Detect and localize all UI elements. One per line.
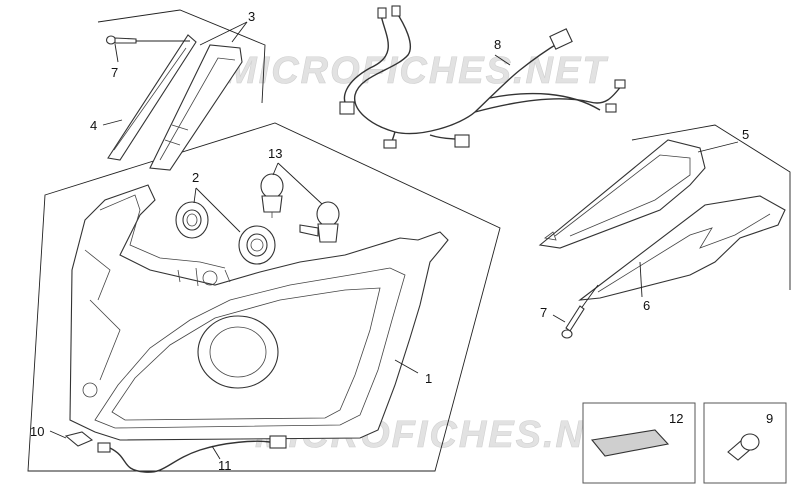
part-5-right-cover	[538, 139, 706, 249]
watermark-top: MICROFICHES.NET	[225, 50, 608, 92]
callout-8: 8	[494, 37, 501, 52]
callout-5: 5	[742, 127, 749, 142]
callout-3: 3	[248, 9, 255, 24]
part-4-left-trim	[107, 34, 197, 161]
part-3-left-cover	[149, 44, 243, 171]
callout-1: 1	[425, 371, 432, 386]
callout-2: 2	[192, 170, 199, 185]
part-9-bulb	[727, 433, 760, 461]
part-7-screw-top	[105, 35, 190, 45]
leader-lines	[49, 21, 739, 460]
callout-10: 10	[30, 424, 44, 439]
part-2-seal-right	[238, 225, 276, 265]
callout-12: 12	[669, 411, 683, 426]
part-10-position-lamp	[64, 431, 94, 447]
frame-headlight-assembly	[27, 122, 501, 472]
frame-group-3	[97, 9, 266, 104]
callout-7-right: 7	[540, 305, 547, 320]
callout-6: 6	[643, 298, 650, 313]
callout-9: 9	[766, 411, 773, 426]
callout-4: 4	[90, 118, 97, 133]
part-1-headlight-housing	[69, 184, 449, 441]
part-13-bulb-left	[260, 173, 284, 218]
part-6-right-trim	[578, 195, 786, 301]
part-13-bulb-right	[299, 201, 340, 243]
part-11-bulb-holder-wire	[97, 435, 287, 473]
part-8-wiring-harness	[339, 5, 626, 149]
frame-group-5	[631, 124, 791, 290]
part-2-seal-left	[175, 201, 209, 239]
callout-11: 11	[218, 458, 232, 473]
part-12-sheet	[590, 429, 670, 457]
callout-7-top: 7	[111, 65, 118, 80]
callout-13: 13	[268, 146, 282, 161]
part-7-screw-right	[561, 284, 599, 339]
